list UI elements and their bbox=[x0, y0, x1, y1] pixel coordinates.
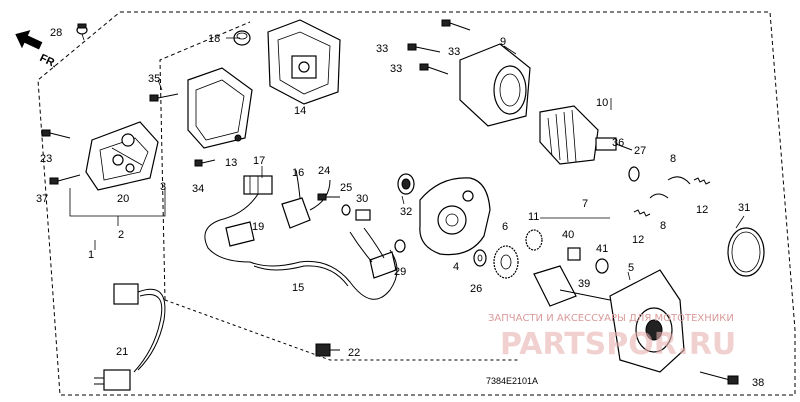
part-11-gear bbox=[525, 229, 543, 251]
part-32-seal bbox=[397, 173, 415, 195]
label-part-33b: 33 bbox=[376, 43, 388, 55]
label-part-31: 31 bbox=[738, 202, 750, 214]
label-part-20: 20 bbox=[117, 193, 129, 205]
small-parts-center bbox=[317, 193, 406, 253]
watermark-line1: ЗАПЧАСТИ И АКСЕССУАРЫ ДЛЯ МОТОТЕХНИКИ bbox=[488, 313, 734, 324]
label-part-34: 34 bbox=[192, 183, 204, 195]
label-part-17: 17 bbox=[253, 155, 265, 167]
label-part-16: 16 bbox=[292, 167, 304, 179]
part-21-power-cord bbox=[94, 283, 166, 391]
part-27-washer bbox=[628, 166, 640, 182]
label-part-2: 2 bbox=[118, 229, 124, 241]
label-part-3: 3 bbox=[160, 181, 166, 193]
part-31-oring bbox=[727, 227, 765, 277]
label-part-23: 23 bbox=[40, 153, 52, 165]
part-38-bolt bbox=[699, 371, 739, 385]
label-part-5: 5 bbox=[628, 262, 634, 274]
label-part-32: 32 bbox=[400, 206, 412, 218]
clips-8 bbox=[649, 176, 691, 199]
part-15-wire-harness bbox=[249, 227, 398, 300]
part-20-bracket bbox=[85, 121, 159, 191]
label-part-40: 40 bbox=[562, 229, 574, 241]
label-part-1: 1 bbox=[88, 249, 94, 261]
label-part-33a: 33 bbox=[448, 46, 460, 58]
diagram-code: 7384E2101A bbox=[486, 376, 538, 386]
part-13-cover bbox=[187, 67, 253, 149]
label-part-37: 37 bbox=[36, 193, 48, 205]
bolts-33 bbox=[407, 19, 471, 75]
part-26-washer bbox=[473, 249, 487, 267]
label-part-30: 30 bbox=[356, 193, 368, 205]
label-part-29: 29 bbox=[394, 266, 406, 278]
part-17-relay bbox=[204, 175, 273, 263]
part-5-solenoid bbox=[609, 269, 685, 373]
part-22-clamp bbox=[315, 343, 340, 357]
part-4-end-cover bbox=[419, 177, 491, 256]
label-part-9: 9 bbox=[500, 36, 506, 48]
label-part-8b: 8 bbox=[660, 220, 666, 232]
label-part-38: 38 bbox=[752, 377, 764, 389]
watermark: ЗАПЧАСТИ И АКСЕССУАРЫ ДЛЯ МОТОТЕХНИКИ PA… bbox=[488, 313, 736, 362]
bolts-left bbox=[41, 93, 216, 185]
part-14-housing bbox=[267, 19, 341, 105]
label-part-14: 14 bbox=[294, 105, 306, 117]
label-part-35: 35 bbox=[148, 73, 160, 85]
label-part-24: 24 bbox=[318, 165, 330, 177]
label-part-11: 11 bbox=[528, 211, 539, 223]
label-part-39: 39 bbox=[578, 278, 590, 290]
label-part-6: 6 bbox=[502, 221, 508, 233]
assembly-frame bbox=[37, 11, 796, 396]
part-16-harness-block bbox=[281, 169, 331, 229]
label-part-27: 27 bbox=[634, 145, 646, 157]
label-part-19: 19 bbox=[252, 221, 264, 233]
part-6-gear bbox=[493, 245, 519, 279]
label-part-12b: 12 bbox=[632, 234, 644, 246]
label-part-7: 7 bbox=[582, 198, 588, 210]
part-19-connector bbox=[225, 221, 255, 247]
front-label: FR. bbox=[38, 52, 59, 70]
part-10-armature bbox=[539, 105, 633, 165]
part-28-clip bbox=[76, 23, 88, 41]
label-part-41: 41 bbox=[596, 243, 608, 255]
label-part-10: 10 bbox=[596, 97, 608, 109]
label-part-8a: 8 bbox=[670, 153, 676, 165]
label-part-26: 26 bbox=[470, 283, 482, 295]
leader-lines bbox=[157, 37, 745, 281]
label-part-25: 25 bbox=[340, 182, 352, 194]
label-part-15: 15 bbox=[292, 282, 304, 294]
label-part-36: 36 bbox=[612, 137, 624, 149]
label-part-21: 21 bbox=[116, 346, 128, 358]
label-part-4: 4 bbox=[453, 261, 459, 273]
group-brackets bbox=[69, 188, 166, 250]
springs-12 bbox=[633, 177, 711, 217]
label-part-33c: 33 bbox=[390, 63, 402, 75]
part-9-yoke bbox=[459, 43, 531, 127]
watermark-line2: PARTSPOR.RU bbox=[500, 327, 736, 362]
part-7-clutch-group bbox=[533, 217, 611, 307]
part-number-labels: 1 2 3 4 5 6 7 8 8 9 10 11 12 12 13 14 15… bbox=[36, 27, 764, 389]
label-part-18: 18 bbox=[208, 33, 220, 45]
label-part-22: 22 bbox=[348, 347, 360, 359]
label-part-12a: 12 bbox=[696, 204, 708, 216]
label-part-28: 28 bbox=[50, 27, 62, 39]
label-part-13: 13 bbox=[225, 157, 237, 169]
